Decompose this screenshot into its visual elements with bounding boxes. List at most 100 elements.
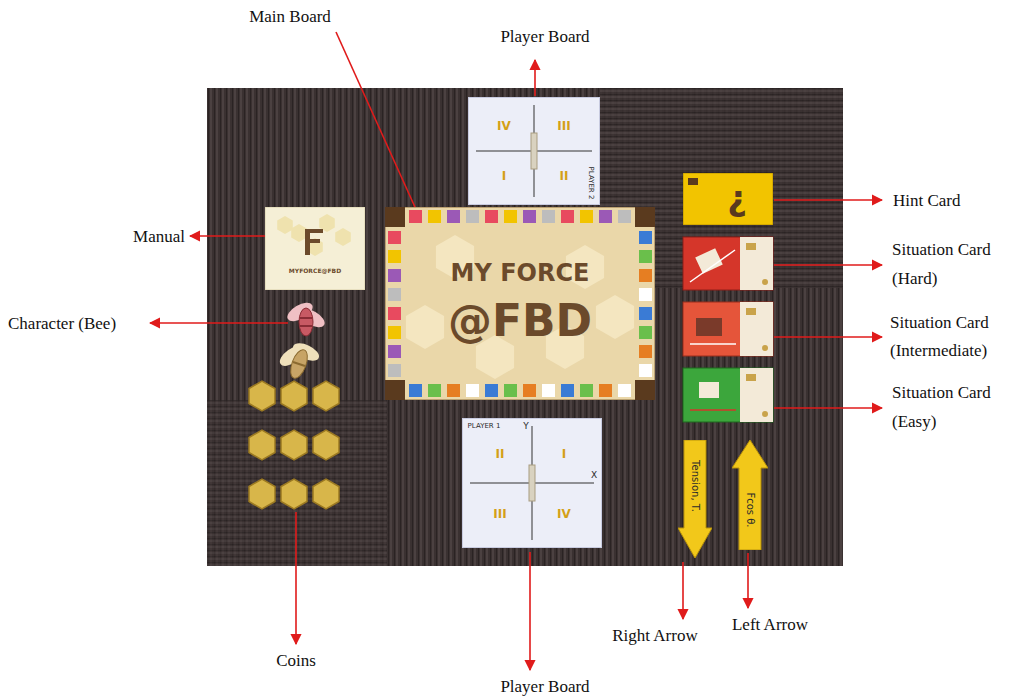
illustration-part: [406, 305, 444, 349]
illustration-part: [639, 307, 652, 320]
illustration-part: [690, 343, 736, 345]
illustration-part: [385, 207, 655, 400]
callout-label: Hint Card: [893, 190, 1013, 211]
illustration-part: [688, 178, 698, 185]
illustration-part: [485, 384, 498, 397]
illustration-part: [150, 322, 288, 324]
illustration-part: [529, 552, 531, 670]
coin: [281, 430, 307, 460]
node-text: I: [562, 448, 566, 461]
player-board: PLAYER 1YXIIIIIIIV: [462, 418, 602, 548]
illustration-part: [683, 237, 773, 290]
node-text: I: [502, 170, 506, 183]
illustration-part: [690, 250, 735, 282]
illustration-part: [762, 411, 768, 417]
illustration-part: [740, 302, 773, 356]
illustration-part: [388, 250, 401, 263]
callout-label: Character (Bee): [8, 313, 148, 334]
illustration-part: [428, 210, 441, 223]
illustration-part: [639, 364, 652, 377]
node-text: IV: [557, 508, 571, 521]
illustration-part: [635, 207, 655, 227]
node-text: PLAYER 2: [586, 167, 594, 200]
illustration-part: [523, 210, 536, 223]
illustration-part: [732, 440, 768, 550]
node-text: Y: [523, 422, 529, 432]
callout-label: Situation Card (Intermediate): [890, 309, 1024, 365]
illustration-part: [305, 229, 323, 255]
illustration-part: [531, 133, 537, 169]
illustration-part: [335, 228, 351, 246]
node-text: III: [493, 508, 506, 521]
illustration-part: [277, 299, 328, 381]
coin: [249, 479, 275, 509]
coin: [281, 479, 307, 509]
node-text: IV: [497, 120, 511, 133]
illustration-part: [639, 288, 652, 301]
illustration-part: [504, 210, 517, 223]
illustration-part: [466, 210, 479, 223]
illustration-part: [385, 380, 405, 400]
illustration-part: [682, 562, 684, 619]
illustration-part: [746, 374, 756, 381]
illustration-part: [207, 88, 843, 566]
illustration-part: [388, 345, 401, 358]
callout-label: Left Arrow: [715, 614, 825, 635]
illustration-part: [561, 210, 574, 223]
illustration-part: [300, 317, 312, 319]
illustration-part: [150, 32, 882, 670]
illustration-part: [466, 384, 479, 397]
illustration-part: [190, 235, 268, 237]
illustration-part: [388, 288, 401, 301]
illustration-part: [295, 512, 297, 644]
illustration-part: [599, 384, 612, 397]
player-board: IVIIIIIIPLAYER 2: [468, 97, 600, 205]
coin: [313, 479, 339, 509]
illustration-part: [683, 173, 773, 225]
illustration-part: [409, 384, 422, 397]
arrow-card: Tension, T.: [678, 440, 712, 558]
node-text: II: [560, 170, 569, 183]
illustration-part: [699, 382, 719, 398]
illustration-part: [635, 380, 655, 400]
arrow-card: Fcos θ.: [732, 440, 768, 550]
node-shape: [265, 207, 365, 290]
illustration-part: [469, 98, 600, 205]
hint-card: ¿: [683, 173, 773, 225]
illustration-part: [746, 308, 756, 315]
illustration-part: [580, 210, 593, 223]
illustration-part: [388, 307, 401, 320]
illustration-part: [388, 364, 401, 377]
illustration-part: [409, 210, 422, 223]
coin: [249, 381, 275, 411]
illustration-part: [639, 345, 652, 358]
callout-label: Main Board: [230, 6, 350, 27]
illustration-part: [639, 250, 652, 263]
illustration-part: [683, 368, 773, 422]
illustration-part: [683, 302, 773, 356]
node-text: Tension, T.: [690, 460, 701, 512]
node-text: III: [557, 120, 570, 133]
coin: [313, 430, 339, 460]
illustration-part: [740, 237, 773, 290]
illustration-part: [696, 318, 722, 336]
node-text: Fcos θ.: [745, 492, 756, 527]
illustration-part: [580, 384, 593, 397]
coin: [249, 430, 275, 460]
callout-label: Coins: [256, 650, 336, 671]
callout-label: Situation Card (Easy): [892, 379, 992, 437]
node-text: X: [591, 471, 597, 481]
illustration-part: [746, 243, 756, 250]
node-text: PLAYER 1: [468, 423, 501, 431]
node-text: @FBD: [448, 297, 592, 345]
node-text: MY FORCE: [451, 260, 590, 286]
illustration-part: [740, 368, 773, 422]
callout-label: Right Arrow: [595, 625, 715, 646]
illustration-part: [447, 384, 460, 397]
illustration-part: [561, 384, 574, 397]
illustration-part: [485, 210, 498, 223]
illustration-part: [293, 362, 305, 366]
node-text: II: [496, 448, 505, 461]
callout-label: Player Board: [480, 676, 610, 697]
